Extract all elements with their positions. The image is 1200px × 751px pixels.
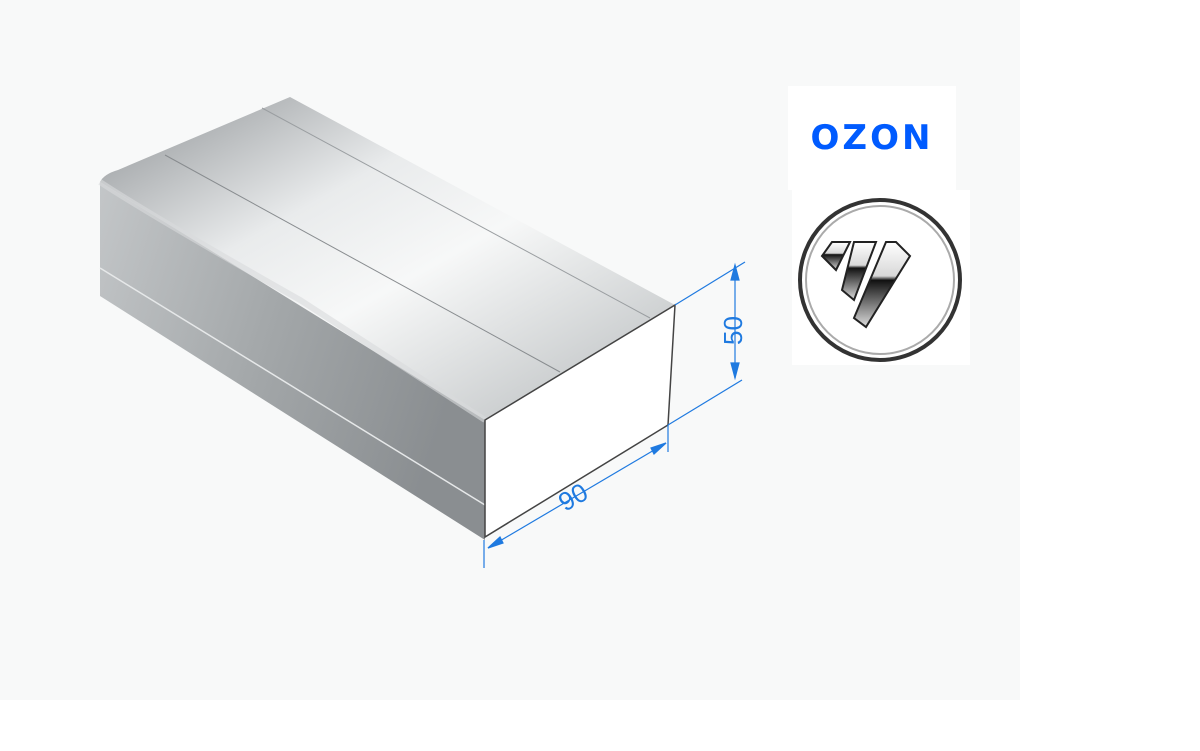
metal-profile xyxy=(98,97,676,540)
chrome-v-emblem-icon xyxy=(798,198,962,362)
ozon-logo-text: OZON xyxy=(810,118,934,158)
brand-emblem xyxy=(792,190,970,365)
ozon-logo: OZON xyxy=(788,86,956,190)
dimension-lines xyxy=(483,261,746,568)
height-dimension-label: 50 xyxy=(718,316,748,345)
